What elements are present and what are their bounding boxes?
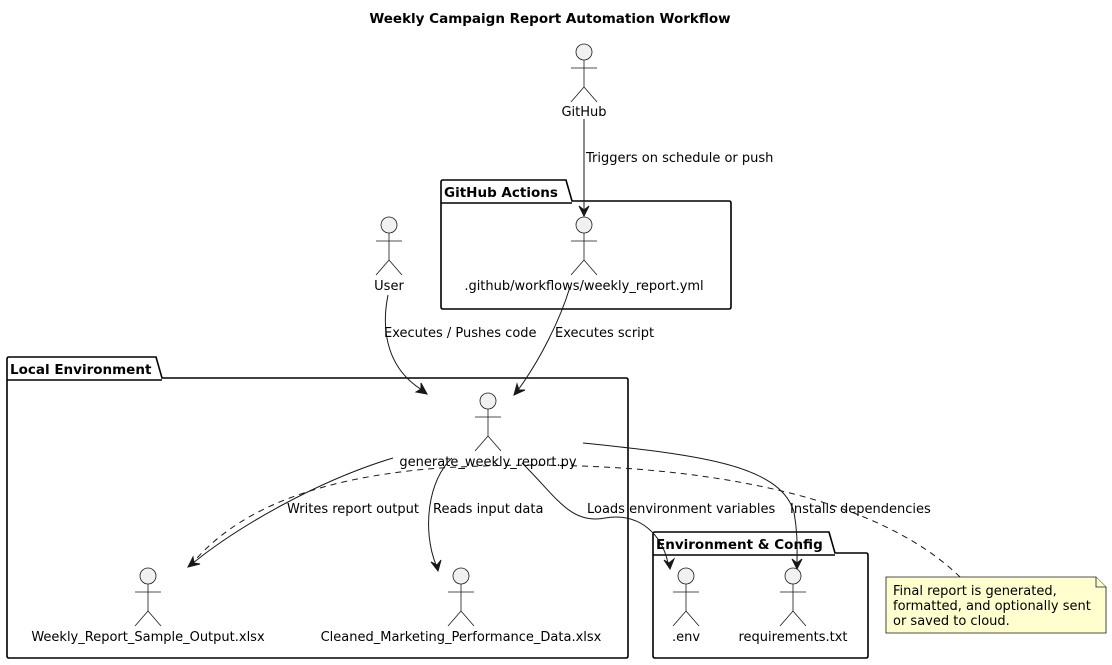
edge-user-executes: Executes / Pushes code <box>384 294 537 395</box>
actor-label: Weekly_Report_Sample_Output.xlsx <box>31 630 265 645</box>
actor-env: .env <box>672 567 700 645</box>
edge-label: Triggers on schedule or push <box>585 151 773 166</box>
package-local-environment: Local Environment <box>6 356 629 659</box>
actor-label: Cleaned_Marketing_Performance_Data.xlsx <box>321 630 602 645</box>
edge-label: Executes script <box>555 326 654 341</box>
note-connector <box>189 464 961 578</box>
edge-executes-script: Executes script <box>513 286 654 396</box>
note-line: or saved to cloud. <box>893 614 1010 629</box>
actor-requirements: requirements.txt <box>738 567 848 645</box>
edge-label: Writes report output <box>287 502 419 517</box>
actor-label: requirements.txt <box>738 630 847 645</box>
edge-installs-dependencies: Installs dependencies <box>582 442 931 571</box>
edge-reads-input: Reads input data <box>428 457 543 573</box>
diagram-title: Weekly Campaign Report Automation Workfl… <box>369 11 730 27</box>
note: Final report is generated, formatted, an… <box>885 576 1107 634</box>
edge-triggers: Triggers on schedule or push <box>578 119 773 218</box>
actor-output: Weekly_Report_Sample_Output.xlsx <box>31 567 265 645</box>
actor-label: User <box>374 279 404 294</box>
note-line: formatted, and optionally sent <box>893 599 1091 614</box>
edge-label: Loads environment variables <box>587 502 775 517</box>
package-environment-config: Environment & Config <box>652 531 869 659</box>
actor-label: .github/workflows/weekly_report.yml <box>464 279 703 294</box>
edge-label: Executes / Pushes code <box>384 326 537 341</box>
package-title: Local Environment <box>10 362 152 378</box>
edge-label: Reads input data <box>433 502 543 517</box>
edge-loads-env: Loads environment variables <box>521 462 775 571</box>
actor-label: GitHub <box>561 105 606 120</box>
actor-user: User <box>374 216 404 294</box>
package-title: Environment & Config <box>656 537 823 553</box>
actor-input-data: Cleaned_Marketing_Performance_Data.xlsx <box>321 567 602 645</box>
actor-github: GitHub <box>561 43 607 120</box>
note-line: Final report is generated, <box>893 584 1057 599</box>
actor-label: generate_weekly_report.py <box>399 455 576 470</box>
actor-script: generate_weekly_report.py <box>399 392 577 470</box>
edge-writes-output: Writes report output <box>187 457 419 568</box>
package-github-actions: GitHub Actions <box>440 179 732 310</box>
package-title: GitHub Actions <box>444 185 558 201</box>
edge-label: Installs dependencies <box>790 502 931 517</box>
actor-label: .env <box>672 630 700 645</box>
actor-workflow: .github/workflows/weekly_report.yml <box>464 216 704 294</box>
